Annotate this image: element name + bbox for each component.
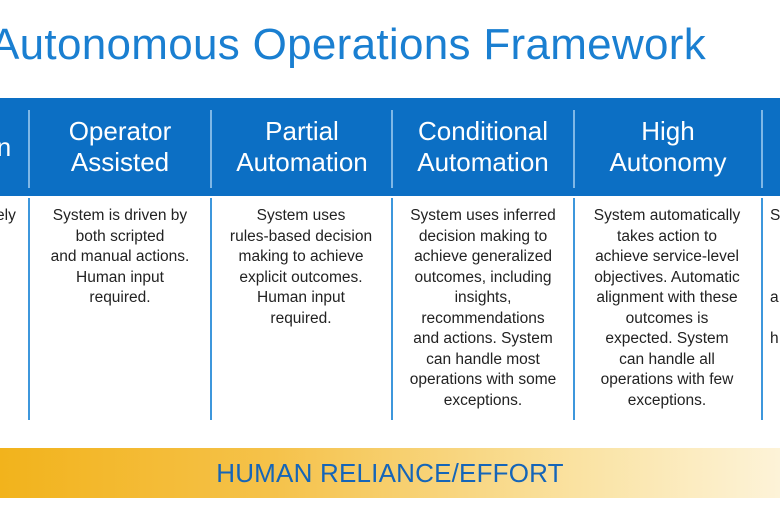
column-heading-label: High Autonomy xyxy=(609,116,727,177)
column-heading-label: n xyxy=(0,131,12,162)
column-divider xyxy=(761,198,763,420)
column-divider xyxy=(28,198,30,420)
column-heading-high-autonomy: High Autonomy xyxy=(575,98,761,196)
column-description-operator-assisted: System is driven by both scripted and ma… xyxy=(50,207,190,306)
column-heading-operator-assisted: Operator Assisted xyxy=(30,98,210,196)
column-description-truncated-left: ely xyxy=(0,207,16,224)
human-effort-gradient-bar xyxy=(0,448,780,498)
header-bar xyxy=(0,98,780,196)
column-heading-label: Partial Automation xyxy=(236,116,368,177)
column-heading-conditional-automation: Conditional Automation xyxy=(393,98,573,196)
header-divider xyxy=(761,110,763,188)
column-description-conditional-automation: System uses inferred decision making to … xyxy=(409,207,557,409)
column-description-truncated-right: S a h xyxy=(770,207,780,347)
column-divider xyxy=(210,198,212,420)
header-divider xyxy=(391,110,393,188)
column-divider xyxy=(391,198,393,420)
header-divider xyxy=(28,110,30,188)
column-description-partial-automation: System uses rules-based decision making … xyxy=(229,207,373,327)
column-heading-label: Operator Assisted xyxy=(68,116,172,177)
column-heading-truncated-left: n xyxy=(0,98,28,196)
human-effort-label: HUMAN RELIANCE/EFFORT xyxy=(216,457,564,488)
header-divider xyxy=(573,110,575,188)
column-heading-partial-automation: Partial Automation xyxy=(212,98,392,196)
column-description-high-autonomy: System automatically takes action to ach… xyxy=(593,207,741,409)
header-divider xyxy=(210,110,212,188)
column-heading-label: Conditional Automation xyxy=(417,116,549,177)
column-divider xyxy=(573,198,575,420)
page-title: Autonomous Operations Framework xyxy=(0,20,707,69)
